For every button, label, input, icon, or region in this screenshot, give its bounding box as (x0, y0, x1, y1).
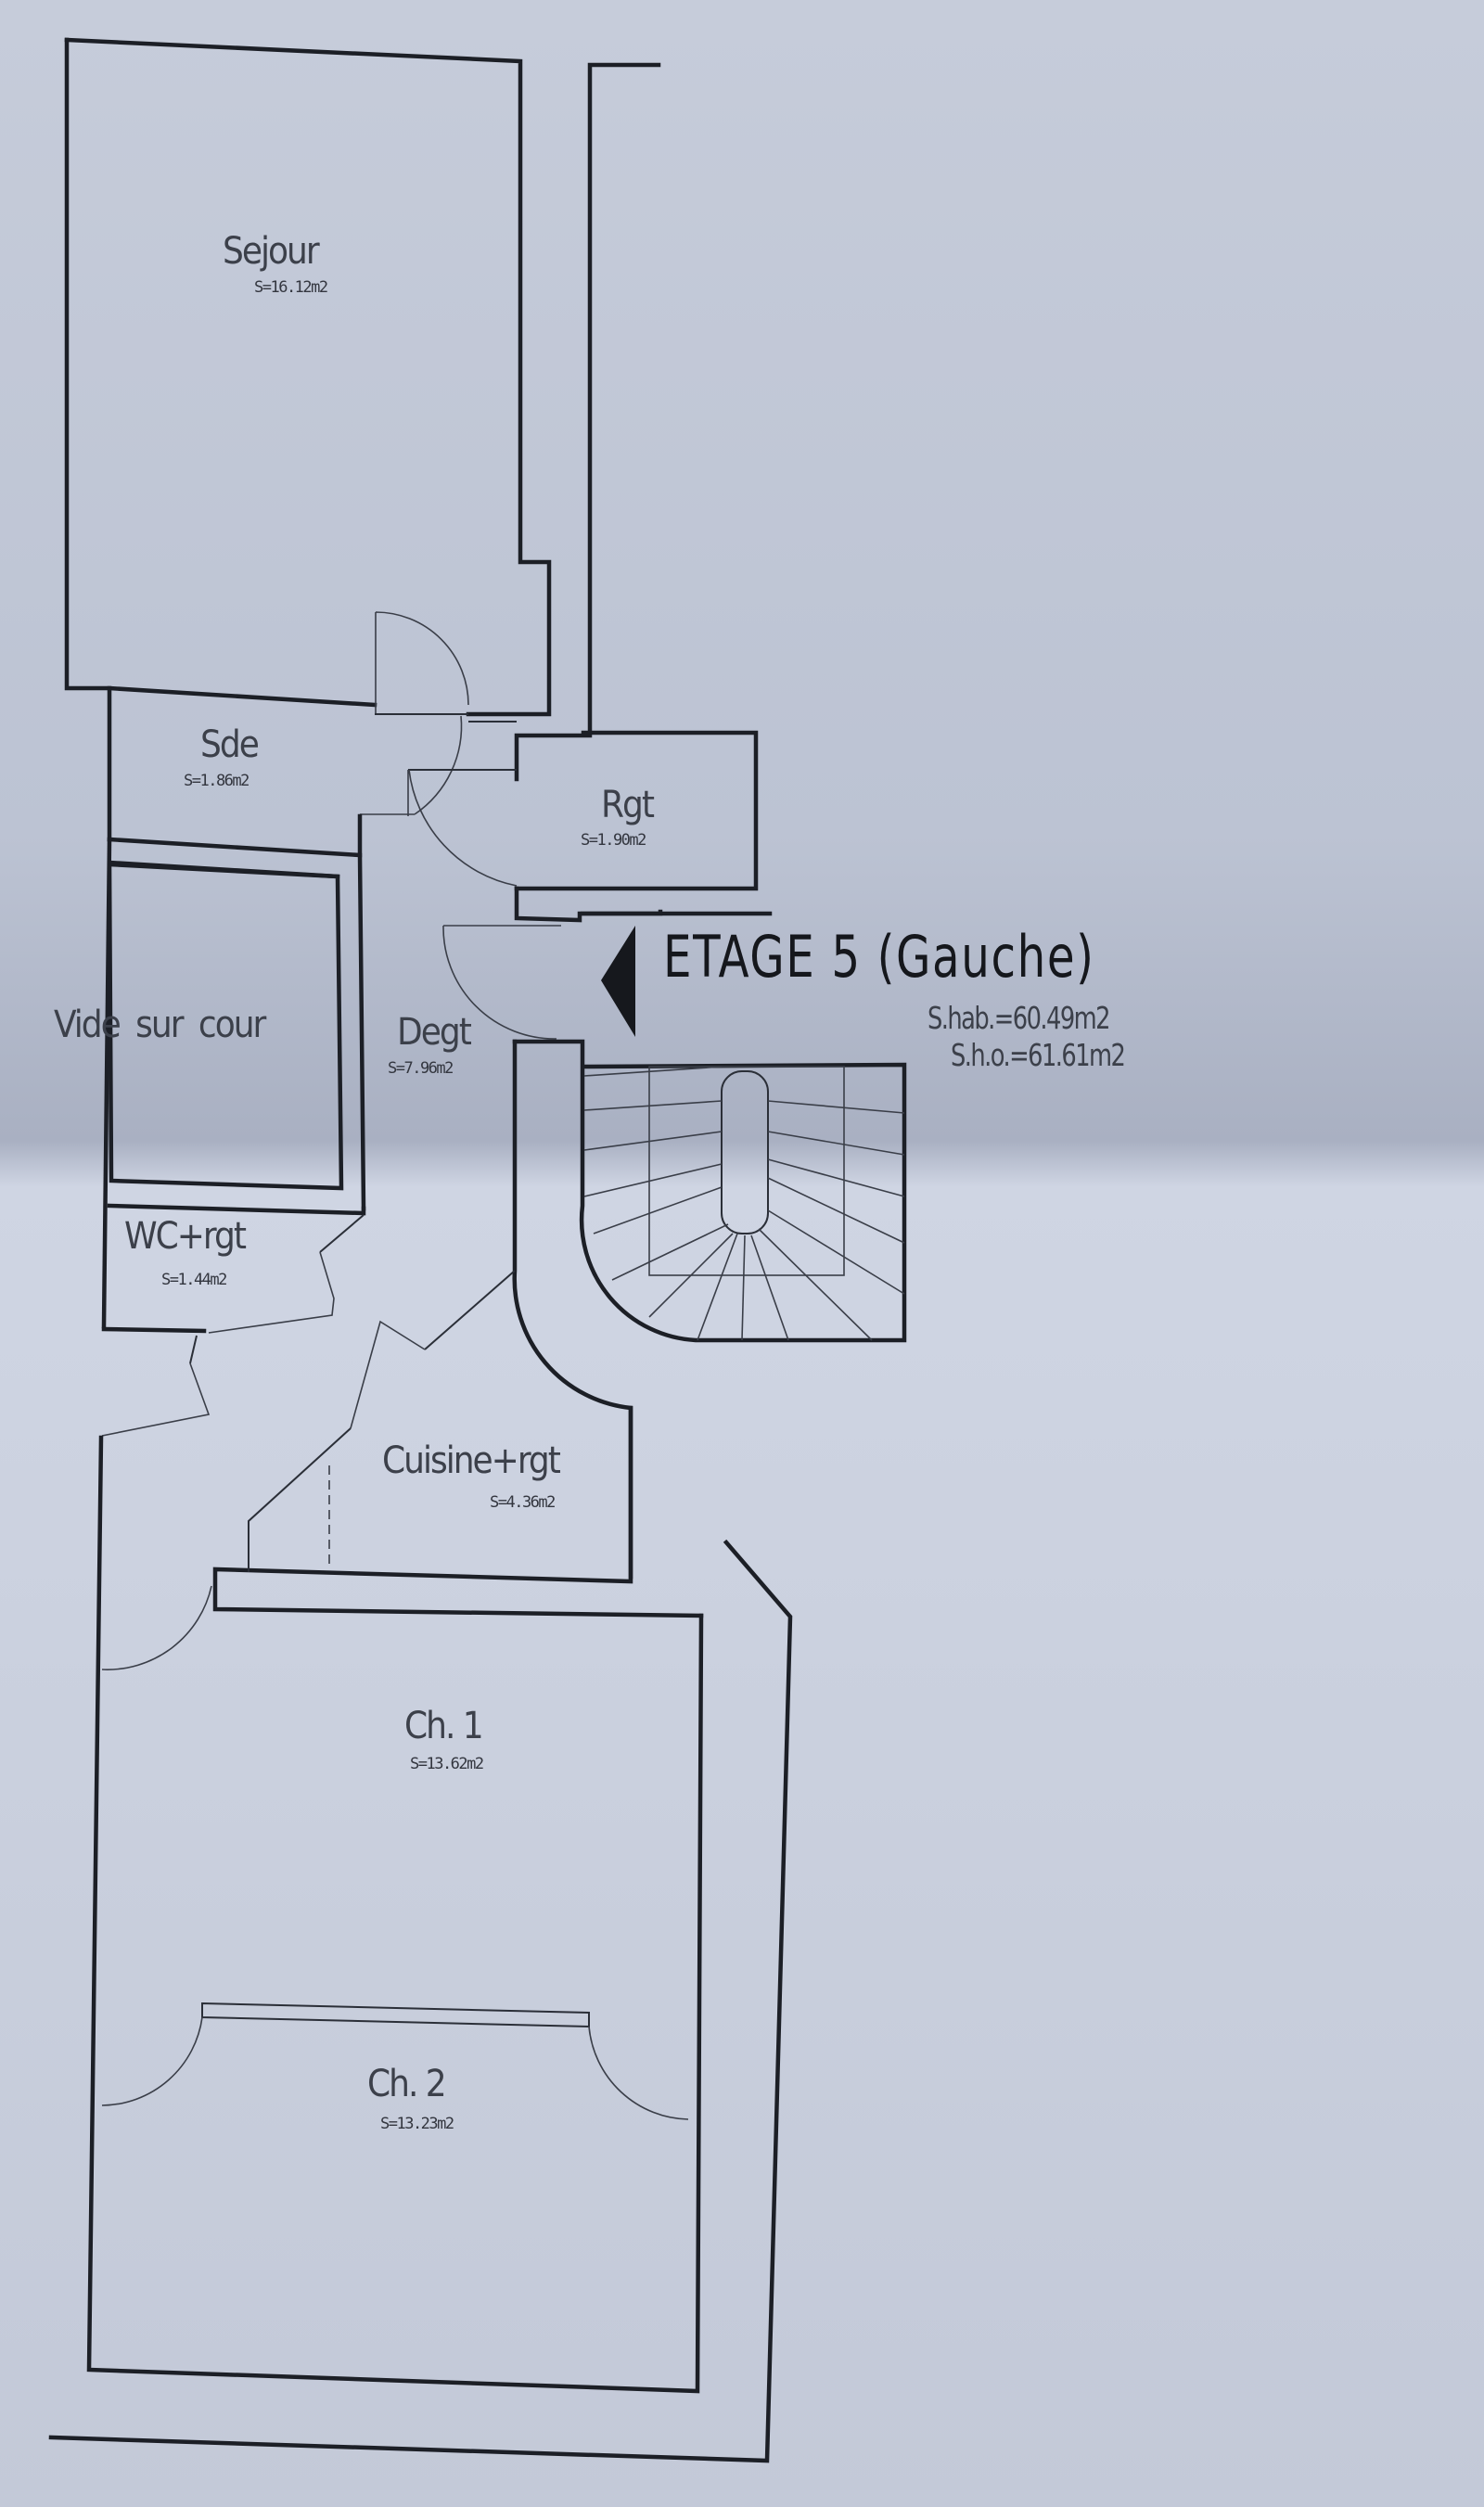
staircase (583, 1066, 905, 1341)
void-courtyard-walls (101, 837, 366, 1329)
room-wc-walls (101, 1203, 366, 1437)
room-label-ch1: Ch. 1 (404, 1705, 484, 1747)
stair-wall (512, 1039, 907, 1580)
room-label-degt: Degt (397, 1011, 472, 1054)
room-label-rgt: Rgt (601, 784, 655, 826)
room-label-vide-sur-cour: Vide sur cour (54, 1004, 266, 1046)
room-label-sejour: Sejour (223, 230, 320, 273)
surface-hors-oeuvre: S.h.o.=61.61m2 (951, 1037, 1126, 1073)
arrow-left-icon (601, 926, 635, 1037)
door-degt (442, 925, 561, 1040)
room-label-ch2: Ch. 2 (367, 2063, 447, 2105)
room-area-degt: S=7.96m2 (388, 1059, 454, 1078)
room-label-sde: Sde (200, 723, 260, 766)
room-sde-walls (107, 685, 517, 879)
room-label-wc: WC+rgt (124, 1215, 247, 1258)
outer-wall-right-lower (48, 1539, 793, 2463)
room-area-cuisine: S=4.36m2 (490, 1493, 556, 1512)
room-cuisine-walls (212, 1270, 704, 1618)
room-bedrooms-walls (86, 1435, 704, 2394)
room-area-ch2: S=13.23m2 (380, 2115, 454, 2133)
room-rgt-walls (407, 730, 773, 923)
room-area-sde: S=1.86m2 (184, 772, 249, 790)
plan-title: ETAGE 5 (Gauche) (663, 923, 1095, 991)
room-area-sejour: S=16.12m2 (254, 278, 328, 297)
room-label-cuisine: Cuisine+rgt (382, 1439, 561, 1482)
surface-habitable: S.hab.=60.49m2 (928, 1000, 1111, 1036)
room-area-wc: S=1.44m2 (161, 1271, 227, 1289)
room-sejour-walls (64, 37, 552, 717)
room-area-rgt: S=1.90m2 (581, 831, 646, 850)
room-area-ch1: S=13.62m2 (410, 1755, 484, 1773)
outer-wall-top-right (514, 62, 661, 782)
